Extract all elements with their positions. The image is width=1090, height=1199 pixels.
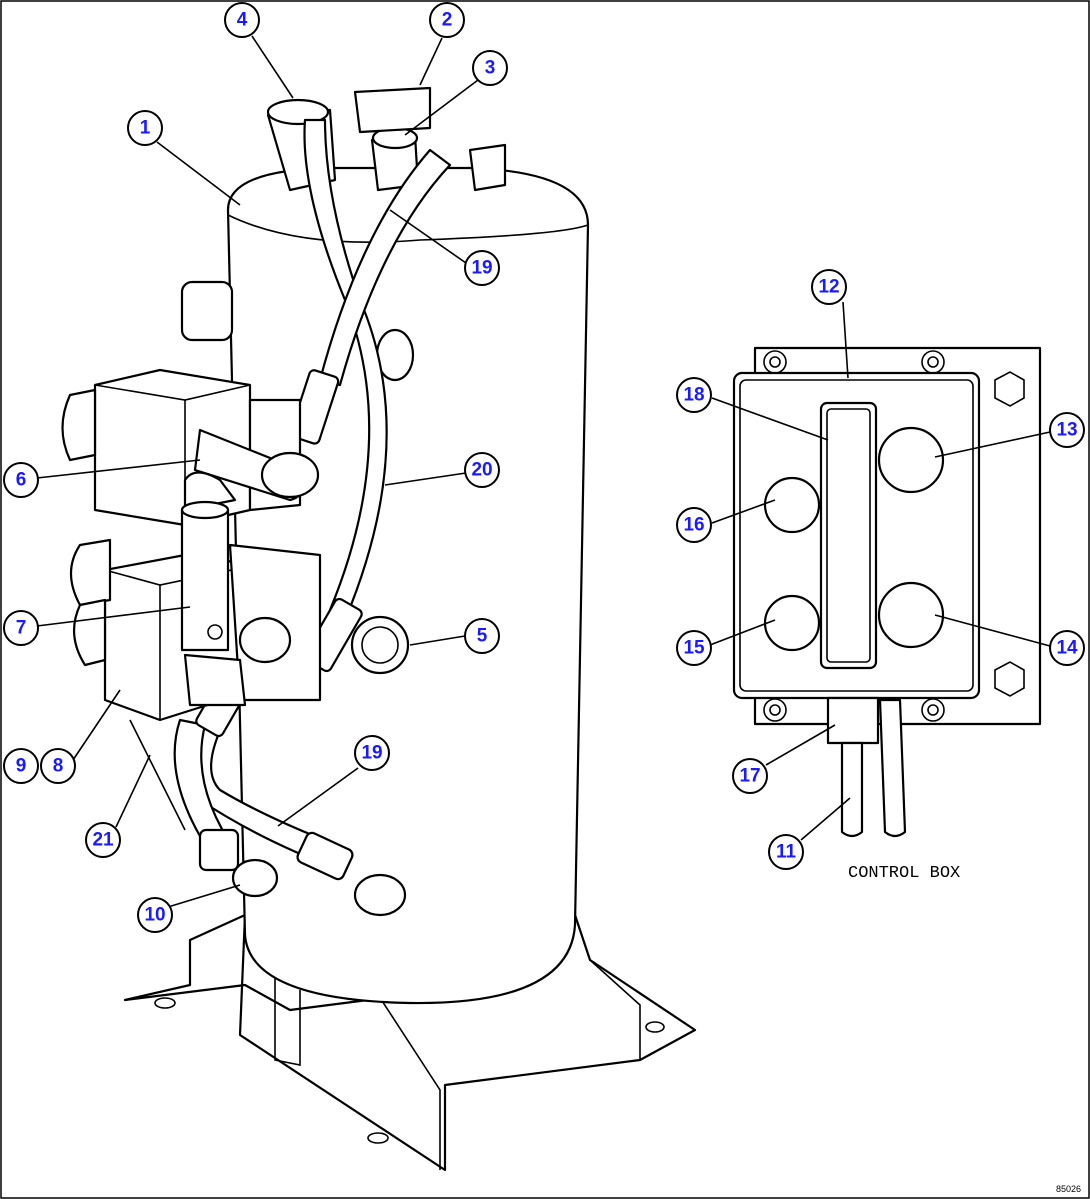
callout-label: 5 [477, 626, 488, 647]
callout-15: 15 [676, 630, 712, 666]
callout-8: 8 [40, 748, 76, 784]
callout-11: 11 [768, 834, 804, 870]
valve-block-lower [70, 500, 322, 831]
control-box-display [819, 401, 878, 670]
callout-1: 1 [127, 110, 163, 146]
callout-label: 10 [144, 905, 165, 926]
callout-17: 17 [732, 758, 768, 794]
callout-label: 13 [1056, 420, 1077, 441]
callout-10: 10 [137, 897, 173, 933]
switch-13 [877, 426, 945, 494]
switch-15 [763, 594, 821, 652]
callout-label: 3 [485, 58, 496, 79]
callout-label: 15 [683, 638, 705, 659]
figure-number: 85026 [1056, 1184, 1081, 1194]
callout-12: 12 [811, 269, 847, 305]
callout-3: 3 [472, 50, 508, 86]
cable-grommet [826, 696, 880, 745]
callout-label: 19 [361, 743, 382, 764]
callout-label: 16 [683, 515, 704, 536]
callout-20: 20 [464, 452, 500, 488]
callout-21: 21 [85, 822, 121, 858]
callouts: 1 2 3 4 5 6 7 8 9 10 11 12 13 14 15 16 1… [3, 2, 1085, 933]
callout-label: 20 [471, 460, 492, 481]
control-box: CONTROL BOX [732, 346, 1042, 883]
callout-label: 21 [92, 830, 114, 851]
callout-6: 6 [3, 462, 39, 498]
callout-19-upper: 19 [464, 250, 500, 286]
callout-4: 4 [224, 2, 260, 38]
callout-label: 18 [683, 385, 704, 406]
callout-label: 7 [16, 618, 27, 639]
callout-label: 19 [471, 258, 492, 279]
callout-18: 18 [676, 377, 712, 413]
callout-label: 6 [16, 470, 27, 491]
callout-5: 5 [464, 618, 500, 654]
valve-block-upper [61, 368, 320, 527]
switch-14 [877, 581, 945, 649]
switch-16 [763, 476, 821, 534]
control-box-label: CONTROL BOX [848, 864, 960, 883]
callout-label: 17 [739, 766, 760, 787]
sight-glass [350, 615, 410, 675]
callout-19-lower: 19 [354, 735, 390, 771]
callout-9: 9 [3, 748, 39, 784]
callout-14: 14 [1049, 630, 1085, 666]
callout-2: 2 [429, 2, 465, 38]
callout-label: 4 [237, 10, 248, 31]
leader-lines [36, 35, 1051, 908]
callout-16: 16 [676, 507, 712, 543]
callout-label: 1 [140, 118, 151, 139]
callout-label: 11 [776, 842, 797, 863]
receiver-assembly [61, 86, 697, 1172]
callout-label: 8 [53, 756, 64, 777]
callout-label: 12 [818, 277, 839, 298]
callout-label: 14 [1056, 638, 1078, 659]
callout-13: 13 [1049, 412, 1085, 448]
callout-7: 7 [3, 610, 39, 646]
callout-label: 2 [442, 10, 453, 31]
callout-label: 9 [16, 756, 27, 777]
